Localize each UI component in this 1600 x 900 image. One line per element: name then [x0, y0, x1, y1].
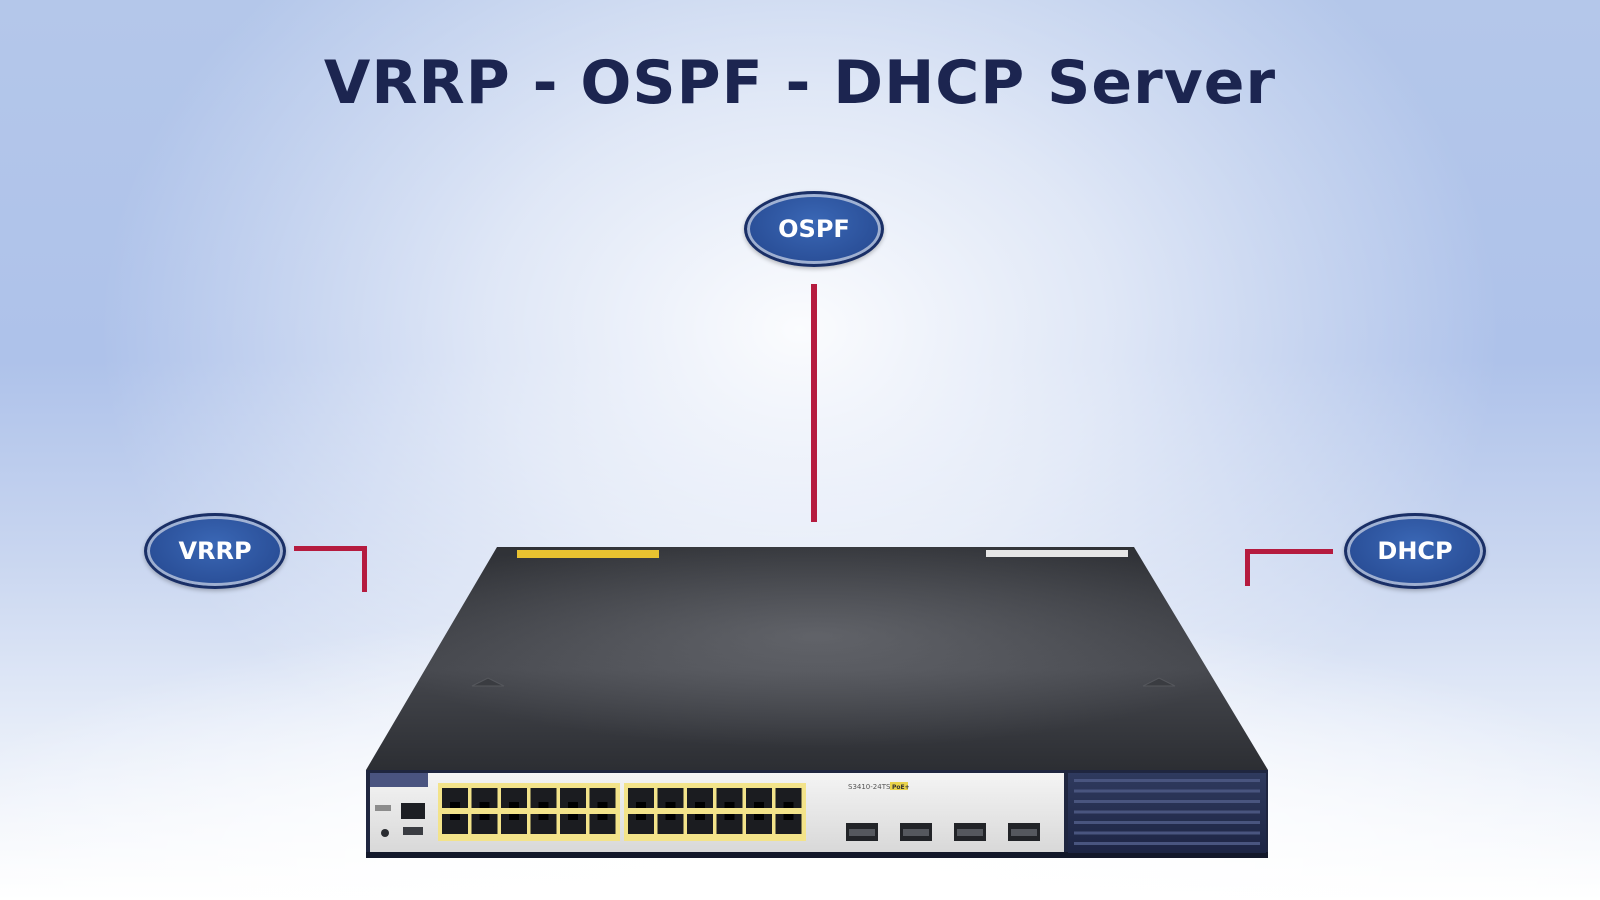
rj45-port: [746, 788, 772, 808]
rj45-port: [589, 788, 616, 808]
rj45-port: [775, 814, 802, 834]
rj45-port: [501, 814, 527, 834]
dhcp-label: DHCP: [1377, 537, 1453, 565]
poe-tag: PoE+: [892, 784, 910, 791]
rj45-port: [687, 788, 713, 808]
rj45-port: [628, 788, 654, 808]
ospf-badge: OSPF: [744, 191, 884, 267]
rj45-port: [687, 814, 713, 834]
page-title: VRRP - OSPF - DHCP Server: [323, 48, 1277, 118]
rj45-port: [775, 788, 802, 808]
rj45-port: [716, 814, 743, 834]
rj45-port-area: [438, 783, 806, 841]
white-label-strip: [986, 550, 1128, 557]
yellow-label-strip: [517, 550, 659, 558]
ospf-connector-line: [811, 284, 817, 522]
rj45-port: [560, 814, 586, 834]
sfp-port-area: [846, 823, 1040, 841]
rj45-port: [471, 814, 498, 834]
console-port: [401, 803, 425, 819]
rj45-port: [501, 788, 527, 808]
rj45-port: [628, 814, 654, 834]
dhcp-connector-vertical: [1245, 549, 1250, 586]
rj45-port: [746, 814, 772, 834]
rj45-port: [442, 814, 468, 834]
ospf-label: OSPF: [778, 215, 850, 243]
vrrp-connector-vertical: [362, 546, 367, 592]
rj45-port: [442, 788, 468, 808]
usb-port: [403, 827, 423, 835]
dhcp-connector-horizontal: [1245, 549, 1333, 554]
rj45-port: [560, 788, 586, 808]
rj45-port: [530, 814, 557, 834]
dhcp-badge: DHCP: [1344, 513, 1486, 589]
rj45-port: [716, 788, 743, 808]
rj45-port: [471, 788, 498, 808]
model-label: S3410-24TS-P: [848, 783, 897, 791]
rj45-port: [530, 788, 557, 808]
rj45-port: [657, 814, 684, 834]
rj45-port: [657, 788, 684, 808]
vrrp-connector-horizontal: [294, 546, 366, 551]
brand-logo: [370, 773, 428, 787]
vrrp-badge: VRRP: [144, 513, 286, 589]
rj45-port: [589, 814, 616, 834]
vrrp-label: VRRP: [178, 537, 252, 565]
